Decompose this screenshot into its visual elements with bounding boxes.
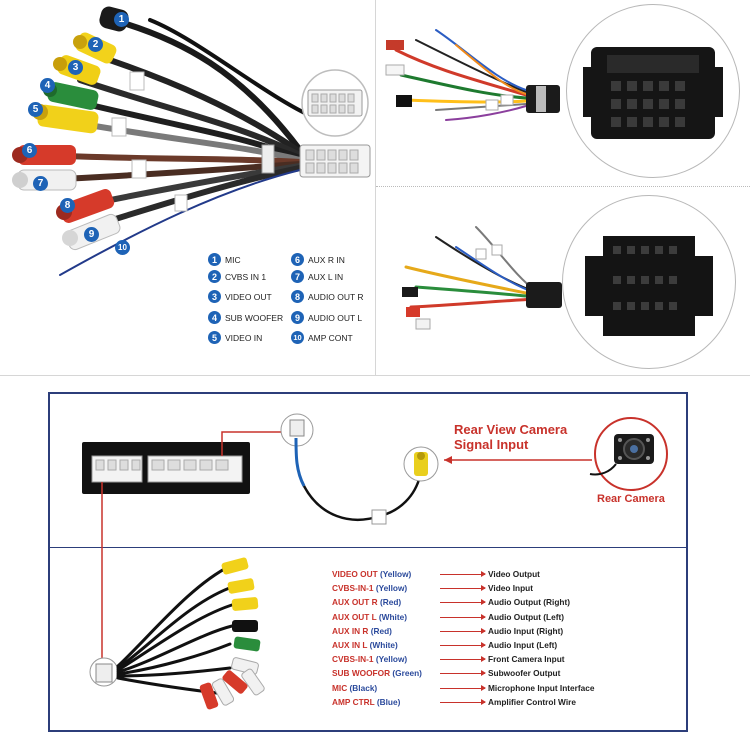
wiring-row: CVBS-IN-1 (Yellow) Front Camera Input	[332, 653, 565, 665]
wire-description: Subwoofer Output	[488, 668, 561, 679]
iso-harness-bottom	[376, 187, 750, 375]
wire-arrow-icon	[440, 684, 486, 691]
wiring-row: AUX IN L (White) Audio Input (Left)	[332, 639, 557, 651]
wire-color: (White)	[369, 640, 398, 650]
wire-color: (Yellow)	[375, 583, 408, 594]
wire-code: AUX OUT R (Red)	[332, 597, 402, 608]
badge-10: 10	[115, 240, 130, 255]
wire-color: (Yellow)	[379, 569, 412, 579]
badge-4: 4	[40, 78, 55, 93]
wire-color: (Black)	[349, 682, 378, 693]
camera-title-line2: Signal Input	[454, 437, 529, 452]
wiring-row: AUX OUT R (Red) Audio Output (Right)	[332, 596, 570, 608]
badge-5: 5	[28, 102, 43, 117]
wire-code: AUX IN L (White)	[332, 640, 398, 650]
iso-harness-illustration-top	[385, 29, 560, 121]
camera-wiring-illustration	[82, 413, 668, 710]
wiring-row: CVBS-IN-1 (Yellow) Video Input	[332, 582, 533, 594]
badge-7: 7	[33, 176, 48, 191]
wire-code: CVBS-IN-1 (Yellow)	[332, 583, 408, 594]
wire-color: (Red)	[370, 625, 392, 636]
wire-description: Amplifier Control Wire	[488, 696, 576, 707]
horizontal-divider	[0, 375, 750, 376]
badge-9: 9	[84, 227, 99, 242]
wire-arrow-icon	[440, 627, 486, 634]
wire-arrow-icon	[440, 613, 486, 620]
wire-color: (Red)	[379, 597, 402, 608]
wire-code: AUX OUT L (White)	[332, 611, 407, 622]
wiring-row: AUX OUT L (White) Audio Output (Left)	[332, 611, 564, 623]
iso-connector-circle-bottom	[562, 195, 736, 369]
wire-arrow-icon	[440, 670, 486, 677]
wire-arrow-icon	[440, 585, 486, 592]
iso-harness-illustration-bottom	[402, 226, 562, 330]
wire-description: Video Output	[488, 569, 540, 579]
wire-description: Audio Output (Left)	[488, 611, 565, 622]
wire-description: Audio Input (Left)	[488, 640, 558, 650]
wiring-row: VIDEO OUT (Yellow) Video Output	[332, 568, 540, 580]
wire-code: MIC (Black)	[332, 682, 378, 693]
iso-connector-circle-top	[566, 4, 740, 178]
wiring-row: MIC (Black) Microphone Input Interface	[332, 682, 594, 694]
wire-description: Front Camera Input	[488, 654, 565, 665]
wire-description: Audio Output (Right)	[488, 597, 571, 608]
wiring-row: SUB WOOFOR (Green) Subwoofer Output	[332, 667, 560, 679]
wiring-row: AMP CTRL (Blue) Amplifier Control Wire	[332, 696, 576, 708]
iso-harness-top	[376, 0, 750, 186]
badge-1: 1	[114, 12, 129, 27]
camera-title-line1: Rear View Camera	[454, 422, 568, 437]
wire-code: AMP CTRL (Blue)	[332, 696, 401, 707]
wire-color: (Blue)	[376, 696, 401, 707]
iso-connector-bottom-illustration	[585, 236, 713, 336]
wire-arrow-icon	[440, 571, 486, 577]
wire-arrow-icon	[440, 642, 486, 648]
wire-color: (Green)	[392, 668, 422, 679]
wiring-frame-divider	[50, 547, 686, 548]
wire-code: CVBS-IN-1 (Yellow)	[332, 654, 408, 665]
wire-color: (Yellow)	[375, 654, 408, 665]
wire-color: (White)	[378, 611, 407, 622]
wiring-frame	[48, 392, 688, 732]
wire-arrow-icon	[440, 656, 486, 663]
wire-description: Audio Input (Right)	[488, 625, 564, 636]
wire-code: AUX IN R (Red)	[332, 625, 392, 636]
wire-code: VIDEO OUT (Yellow)	[332, 569, 412, 579]
badge-6: 6	[22, 143, 37, 158]
right-dotted-divider	[376, 186, 750, 187]
wire-code: SUB WOOFOR (Green)	[332, 668, 422, 679]
wire-description: Microphone Input Interface	[488, 682, 595, 693]
wire-arrow-icon	[440, 698, 486, 705]
badge-8: 8	[60, 198, 75, 213]
wiring-row: AUX IN R (Red) Audio Input (Right)	[332, 625, 563, 637]
rear-camera-label: Rear Camera	[597, 493, 665, 505]
badge-3: 3	[68, 60, 83, 75]
wire-description: Video Input	[488, 583, 534, 594]
iso-connector-top-illustration	[583, 47, 723, 139]
rca-harness-illustration	[12, 6, 371, 276]
badge-2: 2	[88, 37, 103, 52]
vertical-divider	[375, 0, 376, 375]
wire-arrow-icon	[440, 599, 486, 606]
